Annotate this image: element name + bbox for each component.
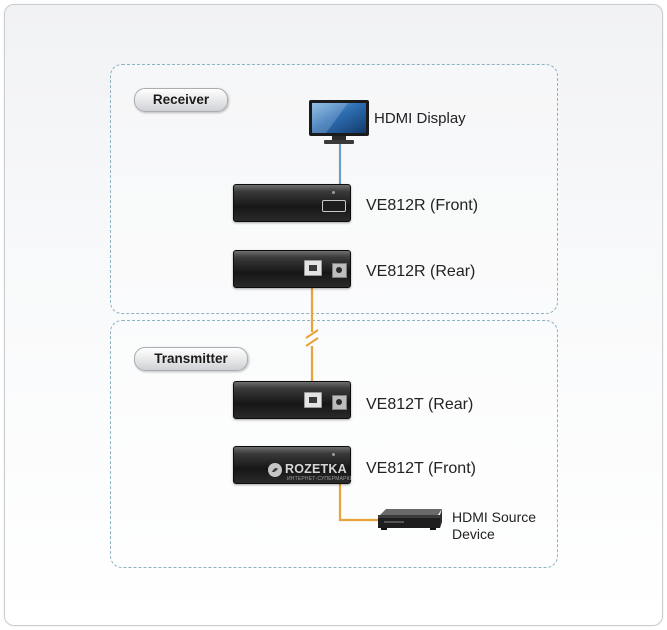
rj45-port-icon [304,392,322,408]
hdmi-source-label-line2: Device [452,526,495,542]
hdmi-source-label-line1: HDMI Source [452,509,537,525]
watermark-text: ROZETKA [285,462,347,476]
hdmi-port-icon [322,200,346,212]
hdmi-source-device-icon [376,508,444,532]
hdmi-source-label: HDMI Source Device [452,509,536,543]
led-indicator-icon [332,191,335,194]
ve812t-front-label: VE812T (Front) [366,460,476,477]
ve812r-front-label: VE812R (Front) [366,197,479,214]
rj45-port-icon [304,260,322,276]
watermark-subtext: ИНТЕРНЕТ-СУПЕРМАРКЕТ [287,476,357,482]
cable-break-mark [305,329,319,339]
power-port-icon [332,395,347,410]
ve812r-rear-device [233,250,351,288]
ve812t-front-device [233,446,351,484]
hdmi-display-label: HDMI Display [374,110,466,127]
led-indicator-icon [332,453,335,456]
ve812t-rear-label: VE812T (Rear) [366,396,474,413]
ve812r-front-device [233,184,351,222]
watermark-logo-icon [268,463,282,477]
receiver-title: Receiver [134,88,228,112]
transmitter-title: Transmitter [134,347,248,371]
ve812t-rear-device [233,381,351,419]
ve812r-rear-label: VE812R (Rear) [366,263,476,280]
cable-break-mark [305,337,319,347]
hdmi-cable-source [338,466,378,522]
power-port-icon [332,263,347,278]
hdmi-display-icon [308,99,370,145]
